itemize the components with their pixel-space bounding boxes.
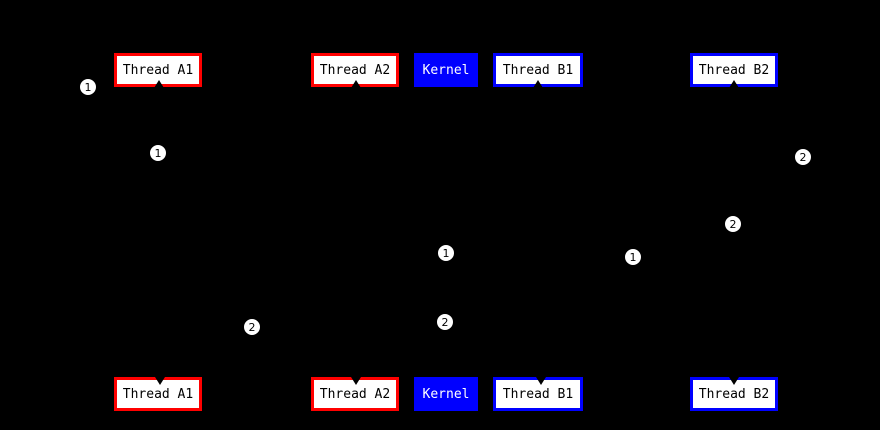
node-label: Thread A2 — [319, 62, 391, 78]
node-label: Thread B1 — [502, 386, 574, 402]
step-marker: 1 — [624, 248, 642, 266]
node-label: Thread B2 — [698, 62, 770, 78]
step-marker-number: 1 — [84, 80, 92, 94]
step-marker-number: 2 — [248, 320, 256, 334]
arrowhead-icon — [351, 80, 361, 88]
step-marker: 1 — [79, 78, 97, 96]
node-label: Thread B1 — [502, 62, 574, 78]
step-marker-number: 1 — [629, 250, 637, 264]
step-marker: 1 — [437, 244, 455, 262]
step-marker-number: 2 — [729, 217, 737, 231]
arrowhead-icon — [729, 377, 739, 385]
step-marker: 2 — [436, 313, 454, 331]
step-marker-number: 2 — [799, 150, 807, 164]
step-marker-number: 1 — [154, 146, 162, 160]
node-kernel-top: Kernel — [414, 53, 478, 87]
step-marker: 2 — [794, 148, 812, 166]
step-marker-number: 2 — [441, 315, 449, 329]
node-kernel-bottom: Kernel — [414, 377, 478, 411]
step-marker-number: 1 — [442, 246, 450, 260]
node-label: Thread A2 — [319, 386, 391, 402]
node-label: Thread A1 — [122, 62, 194, 78]
arrowhead-icon — [536, 377, 546, 385]
arrowhead-icon — [351, 377, 361, 385]
node-label: Thread B2 — [698, 386, 770, 402]
arrowhead-icon — [155, 377, 165, 385]
arrowhead-icon — [729, 80, 739, 88]
arrowhead-icon — [533, 80, 543, 88]
step-marker: 2 — [243, 318, 261, 336]
node-label: Kernel — [422, 386, 470, 402]
node-label: Kernel — [422, 62, 470, 78]
step-marker: 1 — [149, 144, 167, 162]
arrowhead-icon — [154, 80, 164, 88]
step-marker: 2 — [724, 215, 742, 233]
node-label: Thread A1 — [122, 386, 194, 402]
